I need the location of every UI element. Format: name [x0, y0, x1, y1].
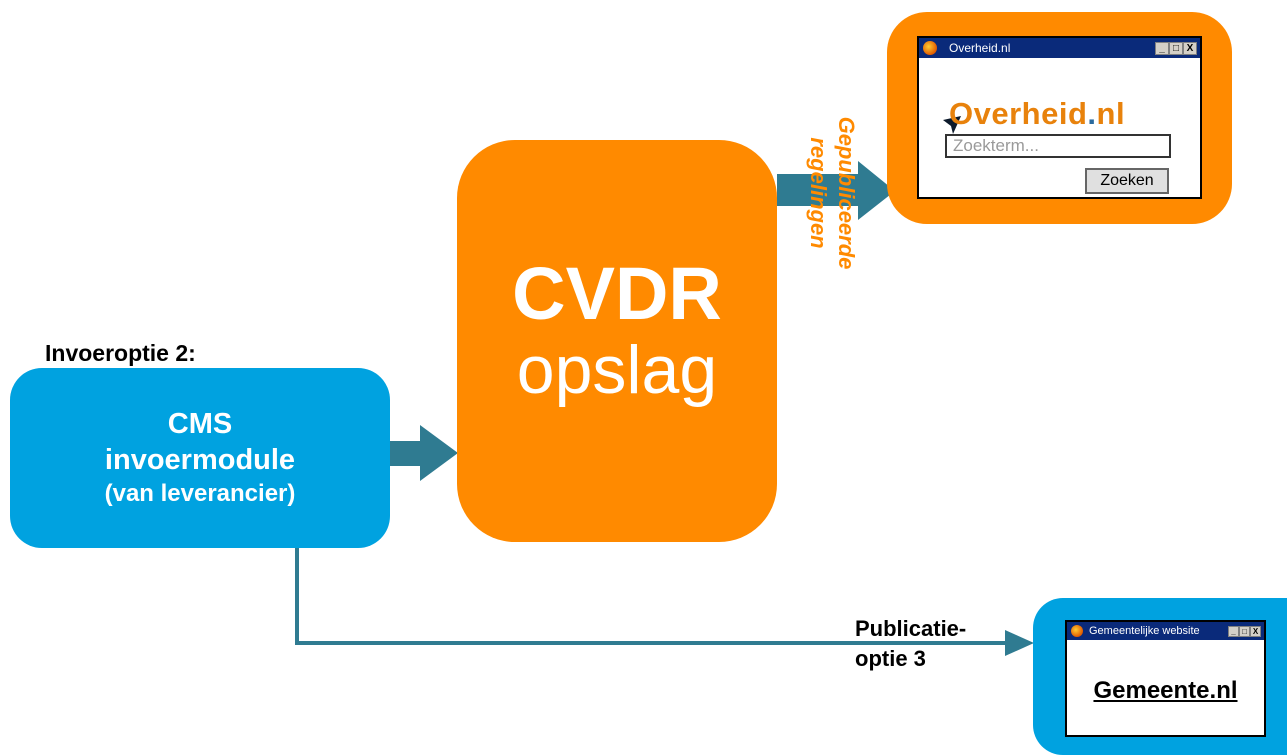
gemeente-site-name[interactable]: Gemeente.nl — [1093, 677, 1238, 704]
maximize-icon[interactable]: □ — [1239, 625, 1250, 637]
overheid-logo-mark-icon — [943, 116, 961, 134]
overheid-browser-window: Overheid.nl _ □ X Overheid.nl Zoekterm..… — [917, 36, 1202, 199]
close-icon[interactable]: X — [1183, 41, 1197, 55]
published-line-2: regelingen — [806, 137, 831, 249]
overheid-logo: Overheid.nl — [949, 96, 1125, 132]
search-button[interactable]: Zoeken — [1085, 168, 1169, 194]
gemeente-titlebar: Gemeentelijke website _ □ X — [1067, 622, 1264, 640]
minimize-icon[interactable]: _ — [1228, 625, 1239, 637]
gemeente-browser-window: Gemeentelijke website _ □ X Gemeente.nl — [1065, 620, 1266, 737]
close-icon[interactable]: X — [1250, 625, 1261, 637]
logo-dot: . — [1087, 96, 1097, 131]
cms-input-module-block: CMS invoermodule (van leverancier) — [10, 368, 390, 548]
minimize-icon[interactable]: _ — [1155, 41, 1169, 55]
maximize-icon[interactable]: □ — [1169, 41, 1183, 55]
firefox-icon — [923, 41, 937, 55]
cms-line-2: invoermodule — [104, 444, 296, 476]
publication-option-label: Publicatie- optie 3 — [855, 614, 966, 674]
search-input[interactable]: Zoekterm... — [945, 134, 1171, 158]
published-regulations-label: Gepubliceerde regelingen — [790, 88, 860, 298]
cms-line-1: CMS — [167, 408, 233, 440]
logo-tld: nl — [1096, 96, 1126, 131]
overheid-titlebar: Overheid.nl _ □ X — [919, 38, 1200, 58]
firefox-icon — [1071, 625, 1083, 637]
publication-line-1: Publicatie- — [855, 616, 967, 641]
cms-line-3: (van leverancier) — [104, 480, 296, 507]
arrow-cvdr-to-overheid — [777, 161, 895, 220]
arrow-cms-to-gemeente-line — [295, 548, 1012, 645]
input-option-label: Invoeroptie 2: — [45, 340, 196, 366]
arrow-cms-to-cvdr — [390, 425, 458, 481]
publication-line-2: optie 3 — [855, 646, 926, 671]
gemeente-window-title: Gemeentelijke website — [1089, 625, 1200, 637]
published-line-1: Gepubliceerde — [834, 116, 859, 270]
logo-main: Overheid — [949, 96, 1088, 131]
overheid-window-title: Overheid.nl — [949, 41, 1011, 55]
storage-title: CVDR — [512, 252, 722, 335]
storage-subtitle: opslag — [516, 332, 718, 408]
arrow-cms-to-gemeente-head — [1005, 630, 1034, 656]
cvdr-storage-block: CVDR opslag — [457, 140, 777, 542]
